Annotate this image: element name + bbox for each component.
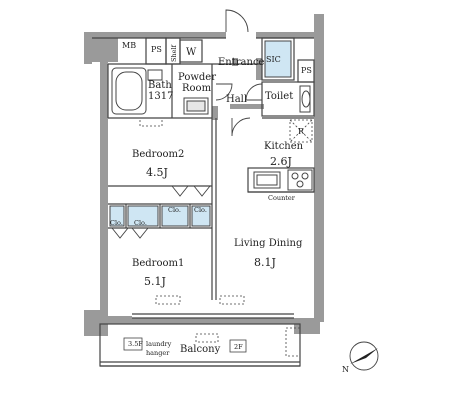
interior-lines xyxy=(92,37,315,367)
fixtures xyxy=(109,40,292,227)
label-kitchen-size: 2.6J xyxy=(270,155,292,168)
label-ps-right: PS xyxy=(301,66,312,75)
compass-label: N xyxy=(342,365,349,374)
compass-arrow-icon xyxy=(350,348,378,364)
label-shelf: Shelf xyxy=(170,44,178,62)
compass: N xyxy=(342,341,379,374)
label-r: R xyxy=(298,127,305,136)
label-clo-b2b: Clo. xyxy=(194,206,207,214)
label-w: W xyxy=(186,47,197,58)
closet-cabinet-4 xyxy=(191,205,211,227)
label-bedroom1-size: 5.1J xyxy=(144,275,166,288)
balcony-markers xyxy=(123,327,301,357)
kitchen-appliances xyxy=(253,169,313,191)
label-laundry1: laundry xyxy=(146,340,172,348)
label-kitchen: Kitchen xyxy=(264,141,304,152)
closet-cabinet-1 xyxy=(109,205,125,227)
label-clo-b1a: Clo. xyxy=(110,219,123,227)
closet-cabinet-2 xyxy=(127,205,159,227)
label-powder: Powder xyxy=(178,72,216,83)
room-labels: MB PS Shelf W Entrance SIC PS Bath 1317 … xyxy=(110,41,312,357)
label-laundry2: hanger xyxy=(146,349,170,357)
label-ps-top: PS xyxy=(151,45,162,54)
label-bedroom2: Bedroom2 xyxy=(132,149,184,160)
sic-cabinet xyxy=(264,40,292,78)
label-bedroom1: Bedroom1 xyxy=(132,258,184,269)
label-toilet: Toilet xyxy=(265,91,293,102)
label-powder-room: Room xyxy=(182,83,212,94)
label-bath-size: 1317 xyxy=(148,91,173,102)
label-bath: Bath xyxy=(148,80,172,91)
label-living-dining: Living Dining xyxy=(234,238,303,249)
label-entrance: Entrance xyxy=(218,57,265,68)
label-bedroom2-size: 4.5J xyxy=(146,166,168,179)
label-clo-b1b: Clo. xyxy=(134,219,147,227)
toilet-fixture xyxy=(299,85,311,113)
walls xyxy=(84,14,324,336)
label-mb: MB xyxy=(122,41,136,50)
fridge-space xyxy=(289,119,313,143)
ac-markers xyxy=(139,117,245,343)
closet-cabinet-3 xyxy=(161,205,189,227)
bathtub xyxy=(111,67,163,115)
label-counter: Counter xyxy=(268,194,296,202)
label-laundry-tag: 3.5F xyxy=(128,340,143,348)
label-hall: Hall xyxy=(226,94,247,105)
label-balcony: Balcony xyxy=(180,344,221,355)
label-sic: SIC xyxy=(266,55,281,64)
door-swings xyxy=(111,9,263,239)
label-fire-tag: 2F xyxy=(234,343,243,351)
label-living-dining-size: 8.1J xyxy=(254,256,276,269)
compass-ring xyxy=(349,341,379,371)
vanity-sink xyxy=(183,97,209,115)
label-clo-b2a: Clo. xyxy=(168,206,181,214)
